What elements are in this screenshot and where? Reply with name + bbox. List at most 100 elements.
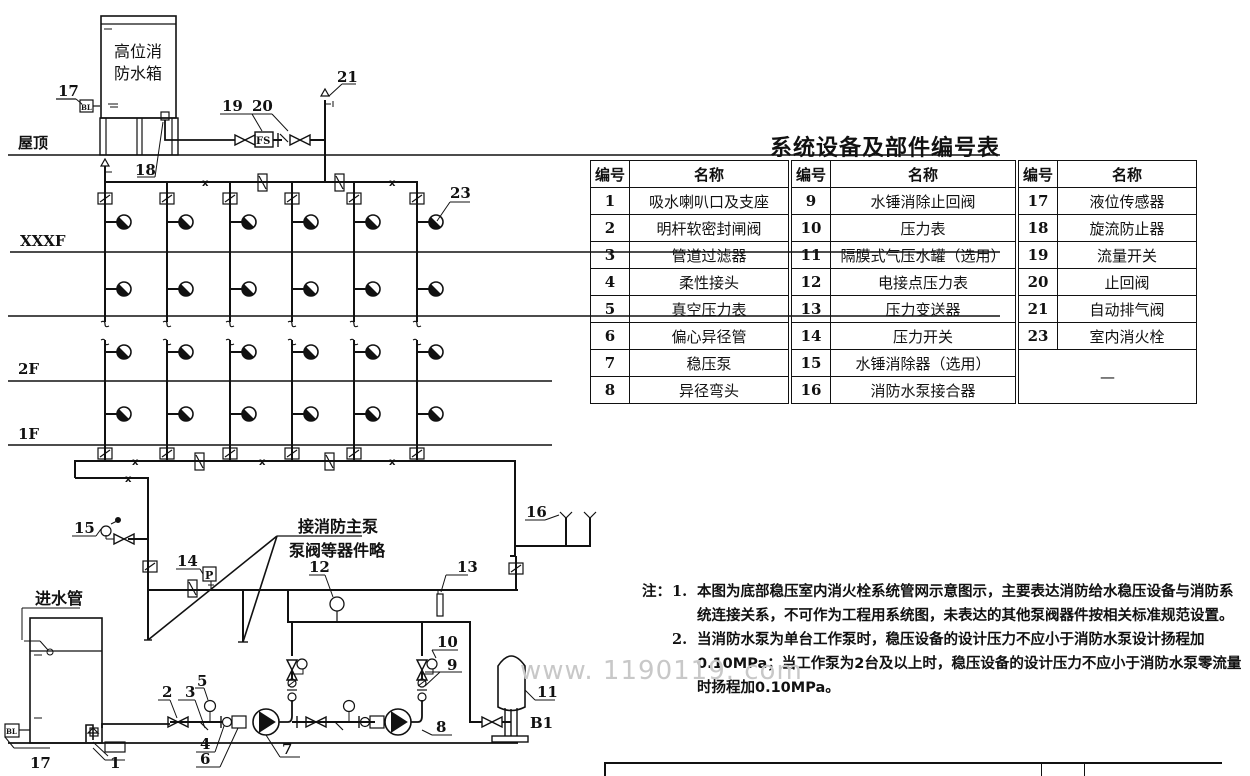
cell-name: 管道过滤器 — [629, 241, 791, 269]
callout-15: 15 — [74, 519, 95, 537]
cell-name: 稳压泵 — [629, 349, 791, 377]
riser-valve-bottom — [159, 447, 175, 460]
break-mark — [162, 338, 172, 346]
cell-number: 1 — [589, 187, 631, 215]
note-text: 本图为底部稳压室内消火栓系统管网示意图示，主要表达消防给水稳压设备与消防系统连接… — [697, 584, 1234, 624]
callout-19: 19 — [222, 97, 243, 115]
basement-label: B1 — [530, 714, 553, 732]
cell-number: 4 — [589, 268, 631, 296]
riser-valve-top — [159, 192, 175, 205]
hydrant-icon — [241, 344, 257, 360]
pipe-marker-x: x — [389, 457, 396, 468]
break-mark — [225, 338, 235, 346]
cell-name: 明杆软密封闸阀 — [629, 214, 791, 242]
callout-20: 20 — [252, 97, 273, 115]
header-num: 编号 — [1015, 160, 1059, 188]
callout-11: 11 — [537, 683, 558, 701]
hydrant-icon — [241, 214, 257, 230]
callout-17-bottom: 17 — [30, 754, 51, 770]
break-mark — [287, 320, 297, 328]
callout-18: 18 — [135, 161, 156, 179]
hydrant-icon — [116, 344, 132, 360]
riser-valve-bottom — [284, 447, 300, 460]
break-mark — [287, 338, 297, 346]
table-header-row: 编号 名称 编号 名称 编号 名称 — [589, 160, 1198, 188]
hydrant-icon — [365, 344, 381, 360]
cell-name: 止回阀 — [1057, 268, 1198, 296]
cell-number: 16 — [788, 376, 832, 404]
header-num: 编号 — [788, 160, 832, 188]
header-name: 名称 — [830, 160, 1018, 188]
cell-number: 15 — [788, 349, 832, 377]
callout-12: 12 — [309, 558, 330, 576]
cell-name: 偏心异径管 — [629, 322, 791, 350]
cell-name: 自动排气阀 — [1057, 295, 1198, 323]
note-number: 2. — [672, 631, 688, 648]
notes-block: 注： 1. 本图为底部稳压室内消火栓系统管网示意图示，主要表达消防给水稳压设备与… — [642, 580, 1242, 700]
flow-switch-symbol: FS — [256, 136, 270, 147]
cell-name: 室内消火栓 — [1057, 322, 1198, 350]
note-text: 当消防水泵为单台工作泵时，稳压设备的设计压力不应小于消防水泵设计扬程加0.10M… — [697, 632, 1242, 696]
break-mark — [349, 320, 359, 328]
break-mark — [162, 320, 172, 328]
note-item: 1. 本图为底部稳压室内消火栓系统管网示意图示，主要表达消防给水稳压设备与消防系… — [642, 580, 1242, 628]
callout-7: 7 — [282, 740, 292, 758]
cell-name: 旋流防止器 — [1057, 214, 1198, 242]
notes-prefix: 注： — [642, 584, 671, 600]
callout-1: 1 — [110, 754, 120, 770]
break-mark — [100, 338, 110, 346]
hydrant-icon — [428, 214, 444, 230]
hydrant-icon — [116, 406, 132, 422]
cell-number: 8 — [589, 376, 631, 404]
hydrant-icon — [365, 406, 381, 422]
cell-name: 压力表 — [830, 214, 1018, 242]
floor-label-roof: 屋顶 — [18, 134, 48, 152]
cell-number: 21 — [1015, 295, 1059, 323]
pressure-switch-symbol: P — [205, 569, 213, 582]
cell-number: 5 — [589, 295, 631, 323]
bottom-ring-main — [74, 460, 516, 557]
callout-6: 6 — [200, 750, 210, 768]
callout-16: 16 — [526, 503, 547, 521]
pipe-marker-x: x — [389, 178, 396, 189]
diaphragm-pressure-tank — [491, 655, 529, 743]
empty-cell: — — [1015, 349, 1198, 404]
riser-valve-top — [97, 192, 113, 205]
riser-valve-bottom — [222, 447, 238, 460]
callout-21: 21 — [337, 68, 358, 86]
high-level-fire-tank — [99, 15, 179, 156]
riser-valve-top — [222, 192, 238, 205]
hydrant-icon — [178, 344, 194, 360]
cell-name: 真空压力表 — [629, 295, 791, 323]
cell-name: 水锤消除器（选用） — [830, 349, 1018, 377]
hydrant-icon — [428, 281, 444, 297]
break-mark — [100, 320, 110, 328]
cell-number: 9 — [788, 187, 832, 215]
hydrant-icon — [178, 281, 194, 297]
break-mark — [412, 320, 422, 328]
hydrant-icon — [178, 214, 194, 230]
cell-number: 12 — [788, 268, 832, 296]
callout-4: 4 — [200, 735, 210, 753]
break-mark — [349, 338, 359, 346]
riser-valve-bottom — [346, 447, 362, 460]
floor-label-1f: 1F — [18, 425, 39, 443]
hydrant-icon — [241, 281, 257, 297]
main-pump-note-line1: 接消防主泵 — [298, 517, 378, 536]
cell-name: 液位传感器 — [1057, 187, 1198, 215]
inlet-pipe-label: 进水管 — [35, 589, 83, 608]
callout-9: 9 — [447, 656, 457, 674]
cell-name: 消防水泵接合器 — [830, 376, 1018, 404]
callout-23: 23 — [450, 184, 471, 202]
check-valve-roof — [289, 133, 311, 147]
cell-number: 11 — [788, 241, 832, 269]
cell-name: 水锤消除止回阀 — [830, 187, 1018, 215]
hydrant-icon — [303, 214, 319, 230]
hydrant-icon — [428, 344, 444, 360]
cell-name: 流量开关 — [1057, 241, 1198, 269]
floor-label-2f: 2F — [18, 360, 39, 378]
